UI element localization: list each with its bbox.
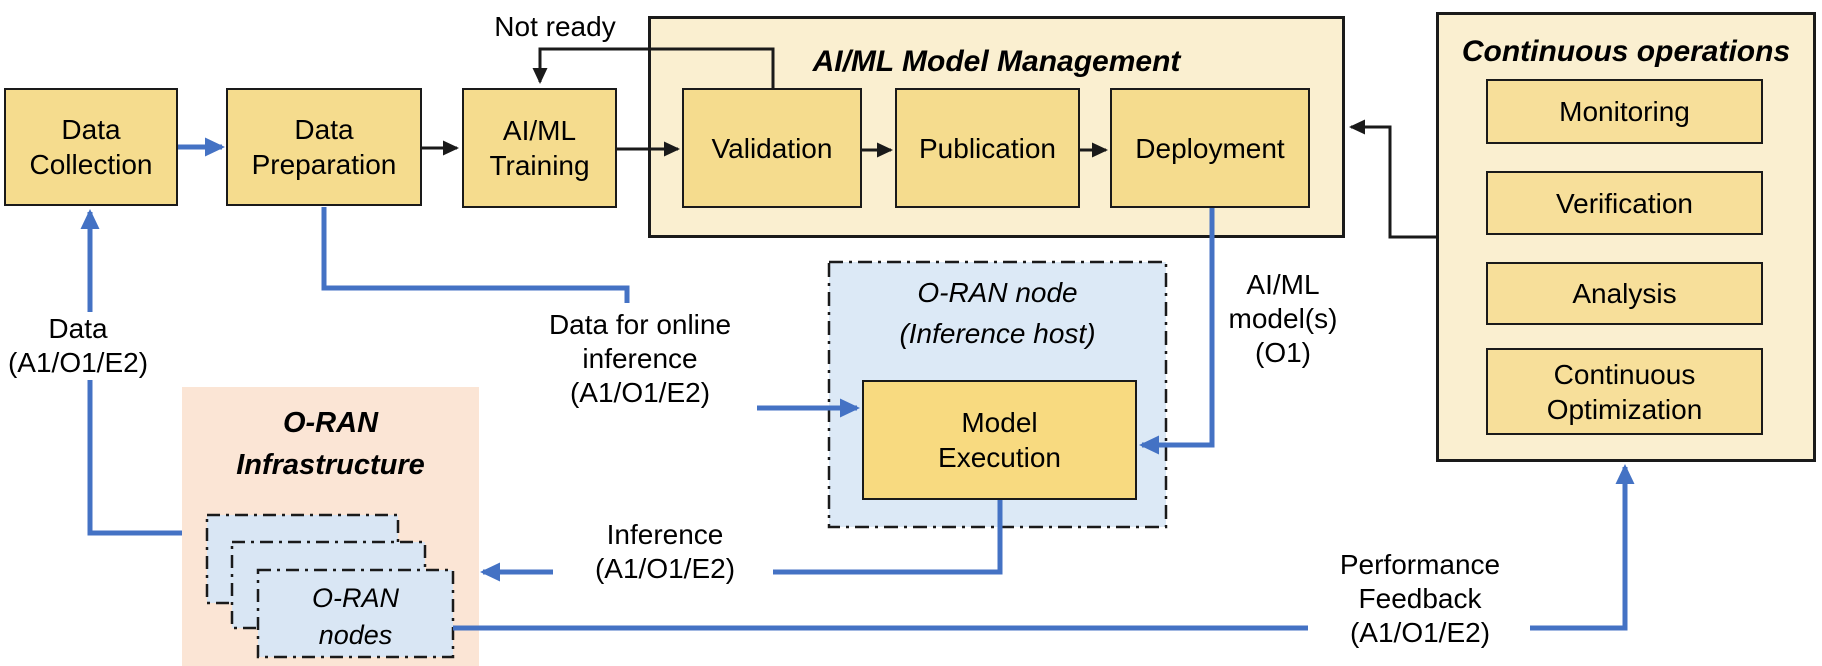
model-execution-box: Model Execution bbox=[862, 380, 1137, 500]
model-execution-label-line2: Execution bbox=[938, 442, 1061, 473]
aiml-models-label-line3: (O1) bbox=[1255, 337, 1311, 368]
aiml-training-box: AI/ML Training bbox=[462, 88, 617, 208]
aiml-training-label-line2: Training bbox=[489, 150, 590, 181]
data-label-line2: (A1/O1/E2) bbox=[7, 347, 149, 378]
aiml-models-label-line1: AI/ML bbox=[1246, 269, 1320, 300]
aiml-model-management-title: AI/ML Model Management bbox=[812, 45, 1181, 78]
data-preparation-label-line2: Preparation bbox=[251, 149, 397, 180]
not-ready-label: Not ready bbox=[494, 11, 616, 42]
oran-infrastructure-title-line1: O-RAN bbox=[282, 407, 379, 439]
arrow-operations-to-management bbox=[1349, 119, 1436, 239]
oran-node-title: O-RAN node (Inference host) bbox=[829, 272, 1166, 354]
data-collection-label-line2: Collection bbox=[29, 149, 153, 180]
inference-interface-label: Inference (A1/O1/E2) bbox=[540, 518, 790, 586]
performance-feedback-label: Performance Feedback (A1/O1/E2) bbox=[1290, 548, 1550, 650]
data-for-online-inference-label: Data for online inference (A1/O1/E2) bbox=[490, 308, 790, 410]
data-preparation-box: Data Preparation bbox=[226, 88, 422, 206]
oran-nodes-label-line2: nodes bbox=[318, 620, 393, 650]
data-collection-label-line1: Data bbox=[61, 114, 121, 145]
continuous-optimization-label-line1: Continuous bbox=[1553, 358, 1696, 390]
validation-box: Validation bbox=[682, 88, 862, 208]
deployment-box: Deployment bbox=[1110, 88, 1310, 208]
oran-node-title-line1: O-RAN node bbox=[917, 277, 1078, 308]
model-execution-label-line1: Model bbox=[961, 407, 1038, 438]
continuous-optimization-box: Continuous Optimization bbox=[1486, 348, 1763, 435]
verification-box: Verification bbox=[1486, 171, 1763, 235]
oran-infrastructure-title-line2: Infrastructure bbox=[236, 449, 425, 481]
validation-label: Validation bbox=[711, 132, 833, 164]
data-collection-box: Data Collection bbox=[4, 88, 178, 206]
oran-node-title-line2: (Inference host) bbox=[899, 318, 1096, 349]
line-preparation-online-inference bbox=[321, 207, 630, 303]
publication-box: Publication bbox=[895, 88, 1080, 208]
oran-nodes-label-line1: O-RAN bbox=[312, 583, 399, 613]
performance-feedback-label-line2: Feedback bbox=[1358, 583, 1482, 614]
performance-feedback-label-line3: (A1/O1/E2) bbox=[1349, 617, 1491, 648]
data-preparation-label-line1: Data bbox=[294, 114, 354, 145]
oran-nodes-stack-label: O-RAN nodes bbox=[258, 580, 453, 654]
performance-feedback-label-line1: Performance bbox=[1339, 549, 1501, 580]
publication-label: Publication bbox=[919, 132, 1056, 164]
analysis-box: Analysis bbox=[1486, 262, 1763, 325]
continuous-optimization-label-line2: Optimization bbox=[1546, 393, 1703, 425]
inference-label-line1: Inference bbox=[606, 519, 724, 550]
deployment-label: Deployment bbox=[1135, 132, 1285, 164]
continuous-operations-title: Continuous operations bbox=[1461, 35, 1791, 68]
data-label-line1: Data bbox=[48, 313, 108, 344]
data-online-label-line3: (A1/O1/E2) bbox=[569, 377, 711, 408]
monitoring-label: Monitoring bbox=[1559, 96, 1690, 127]
aiml-models-label-line2: model(s) bbox=[1228, 303, 1338, 334]
monitoring-box: Monitoring bbox=[1486, 79, 1763, 144]
aiml-training-label-line1: AI/ML bbox=[502, 115, 577, 146]
analysis-label: Analysis bbox=[1572, 278, 1677, 309]
aiml-models-o1-label: AI/ML model(s) (O1) bbox=[1193, 268, 1373, 370]
inference-label-line2: (A1/O1/E2) bbox=[594, 553, 736, 584]
data-online-label-line2: inference bbox=[582, 343, 698, 374]
oran-infrastructure-title: O-RAN Infrastructure bbox=[182, 402, 479, 486]
data-online-label-line1: Data for online bbox=[548, 309, 732, 340]
data-interface-label: Data (A1/O1/E2) bbox=[2, 312, 154, 380]
verification-label: Verification bbox=[1556, 187, 1693, 219]
